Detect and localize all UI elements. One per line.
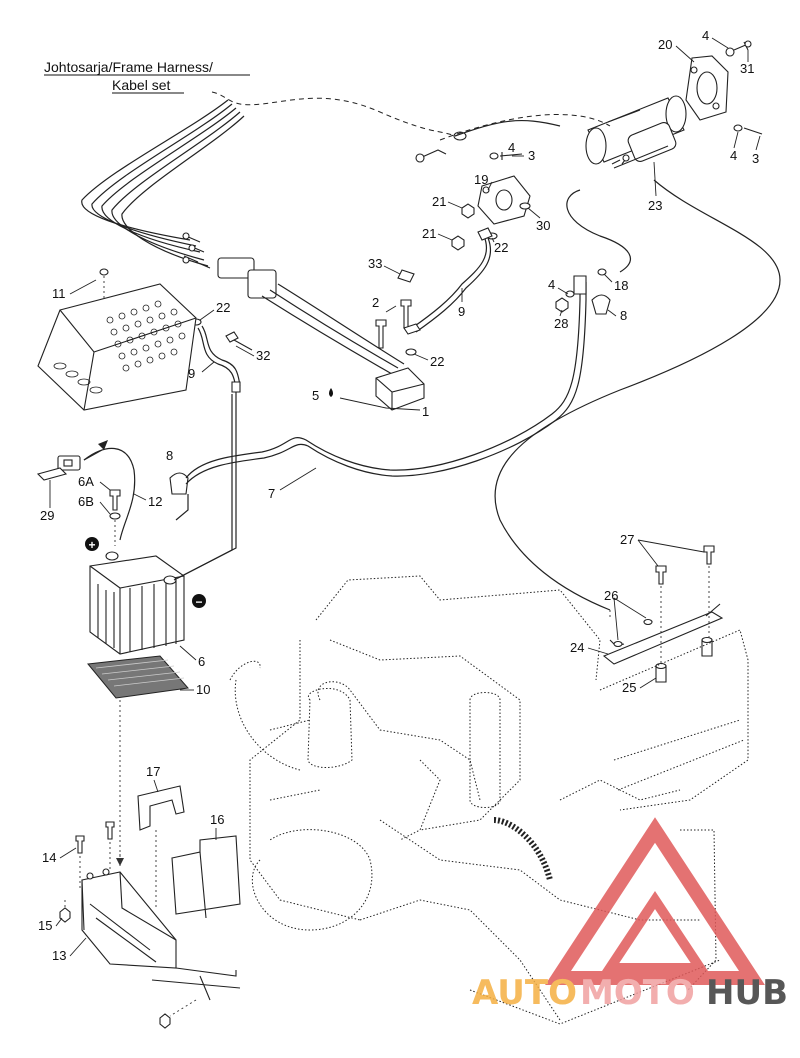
callout-28: 28: [554, 316, 568, 331]
cable-9-left: [197, 325, 241, 393]
part-11-shield-panel: [37, 268, 197, 411]
part-17-hold-down-strap: [137, 785, 185, 831]
callouts: 20 4 31 4 3 4 3 19 23 21 30 21 22 33 4 1…: [38, 28, 761, 963]
callout-27: 27: [620, 532, 634, 547]
harness-title: Johtosarja/Frame Harness/ Kabel set: [44, 59, 250, 94]
callout-19: 19: [474, 172, 488, 187]
callout-8b: 8: [620, 308, 627, 323]
callout-4b: 4: [730, 148, 737, 163]
ring-terminal-harness: [415, 131, 467, 163]
harness-title-line-2: Kabel set: [112, 77, 170, 93]
callout-6b: 6B: [78, 494, 94, 509]
callout-25: 25: [622, 680, 636, 695]
callout-33: 33: [368, 256, 382, 271]
callout-23: 23: [648, 198, 662, 213]
callout-20: 20: [658, 37, 672, 52]
callout-5: 5: [312, 388, 319, 403]
callout-3b: 3: [752, 151, 759, 166]
part-19-mount-bracket: [477, 175, 531, 225]
battery-positive-terminal: +: [85, 537, 99, 552]
harness-connector-block: [182, 232, 277, 299]
fasteners-13-15: [59, 821, 171, 1029]
callout-22a: 22: [494, 240, 508, 255]
frame-harness: [81, 91, 467, 375]
callout-1: 1: [422, 404, 429, 419]
watermark-auto: AUTO: [472, 973, 577, 1013]
part-23-starter-motor: [585, 95, 687, 169]
negative-symbol: −: [195, 595, 202, 609]
positive-symbol: +: [88, 538, 95, 552]
part-5-drop-icon: [329, 388, 333, 397]
callout-3a: 3: [528, 148, 535, 163]
part-6-battery: [89, 551, 185, 655]
callout-4a: 4: [702, 28, 709, 43]
callout-15: 15: [38, 918, 52, 933]
callout-6: 6: [198, 654, 205, 669]
harness-title-line-1: Johtosarja/Frame Harness/: [44, 59, 213, 75]
callout-32: 32: [256, 348, 270, 363]
part-25-spacers: [655, 636, 713, 683]
callout-14: 14: [42, 850, 56, 865]
callout-7: 7: [268, 486, 275, 501]
engine-frame-assembly: [229, 575, 749, 1025]
part-13-battery-tray: [81, 868, 241, 1001]
watermark-hub: HUB: [706, 973, 788, 1013]
callout-8a: 8: [166, 448, 173, 463]
callout-31: 31: [740, 61, 754, 76]
callout-24: 24: [570, 640, 584, 655]
callout-18: 18: [614, 278, 628, 293]
callout-29: 29: [40, 508, 54, 523]
fasteners: [169, 40, 763, 495]
callout-21b: 21: [422, 226, 436, 241]
callout-10: 10: [196, 682, 210, 697]
automotohub-watermark: AUTO MOTO HUB: [472, 817, 788, 1013]
callout-30: 30: [536, 218, 550, 233]
exhaust-flex-pipe: [493, 817, 553, 881]
bolt-6a-6b: [109, 489, 121, 520]
callout-16: 16: [210, 812, 224, 827]
callout-2: 2: [372, 295, 379, 310]
part-16-battery-cover: [171, 835, 241, 919]
callout-9a: 9: [458, 304, 465, 319]
part-20-end-bracket: [685, 55, 729, 121]
part-27-bolts: [655, 545, 715, 585]
callout-4c: 4: [508, 140, 515, 155]
callout-22b: 22: [430, 354, 444, 369]
callout-21a: 21: [432, 194, 446, 209]
callout-6a: 6A: [78, 474, 94, 489]
cable-12-battery-plus: [36, 440, 136, 541]
callout-4d: 4: [548, 277, 555, 292]
cable-7-ground: [185, 275, 587, 485]
callout-13: 13: [52, 948, 66, 963]
watermark-triangle-icon: [545, 817, 765, 985]
callout-17: 17: [146, 764, 160, 779]
cable-9-upper: [403, 227, 493, 335]
part-1-relay: [339, 367, 425, 411]
callout-26: 26: [604, 588, 618, 603]
battery-negative-terminal: −: [192, 594, 206, 609]
callout-9b: 9: [188, 366, 195, 381]
part-24-bracket: [602, 603, 724, 665]
part-10-battery-pad: [87, 655, 189, 699]
callout-12: 12: [148, 494, 162, 509]
callout-11: 11: [52, 286, 66, 301]
watermark-moto: MOTO: [580, 973, 695, 1013]
callout-22c: 22: [216, 300, 230, 315]
